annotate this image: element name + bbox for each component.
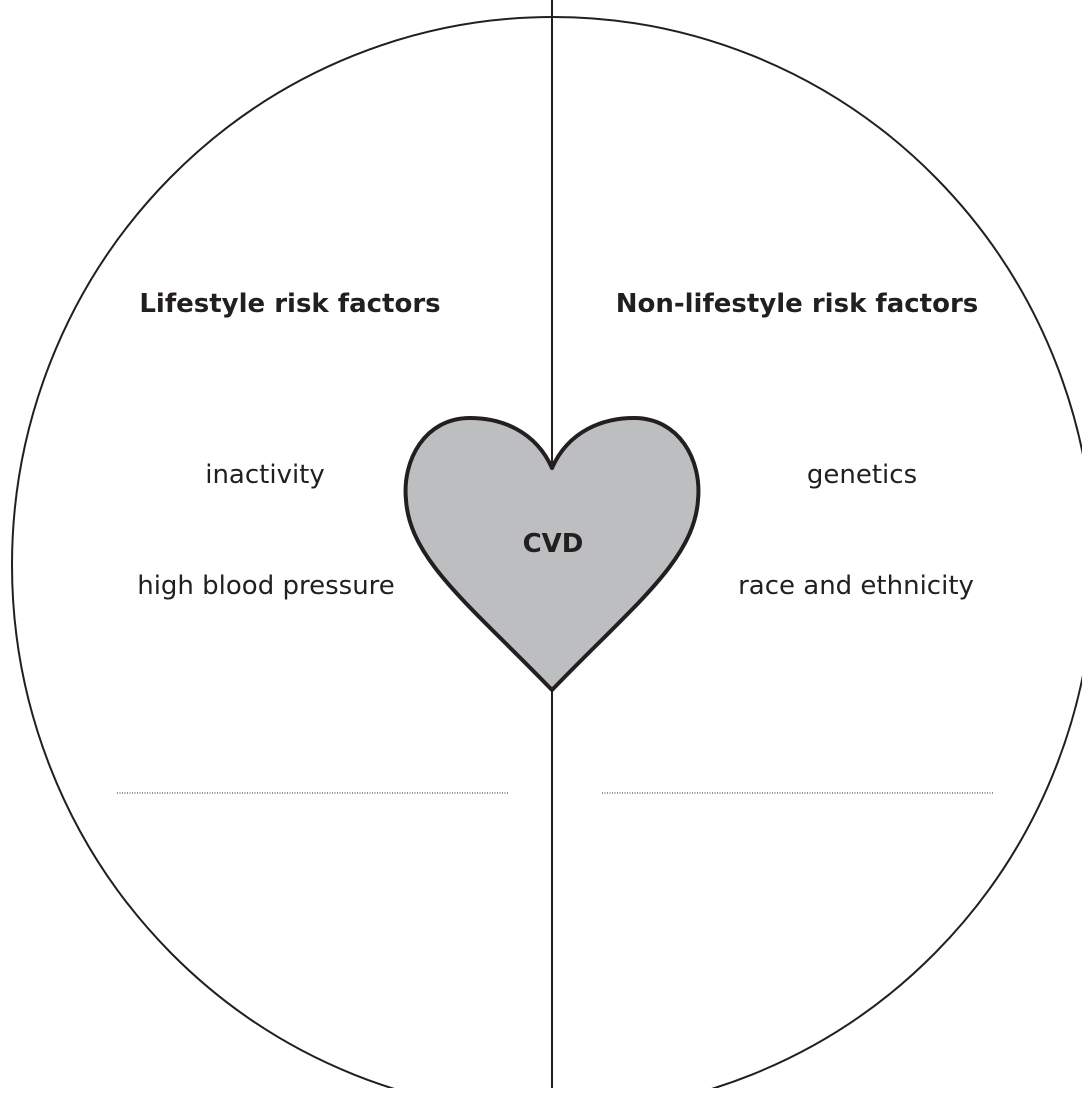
heart-shape [403, 416, 701, 692]
lifestyle-item-inactivity: inactivity [205, 460, 325, 490]
cvd-label: CVD [523, 529, 584, 559]
lifestyle-heading: Lifestyle risk factors [139, 289, 440, 319]
lifestyle-item-high-blood-pressure: high blood pressure [137, 571, 395, 601]
non-lifestyle-item-genetics: genetics [807, 460, 917, 490]
non-lifestyle-item-race-and-ethnicity: race and ethnicity [738, 571, 974, 601]
non-lifestyle-heading: Non-lifestyle risk factors [616, 289, 979, 319]
